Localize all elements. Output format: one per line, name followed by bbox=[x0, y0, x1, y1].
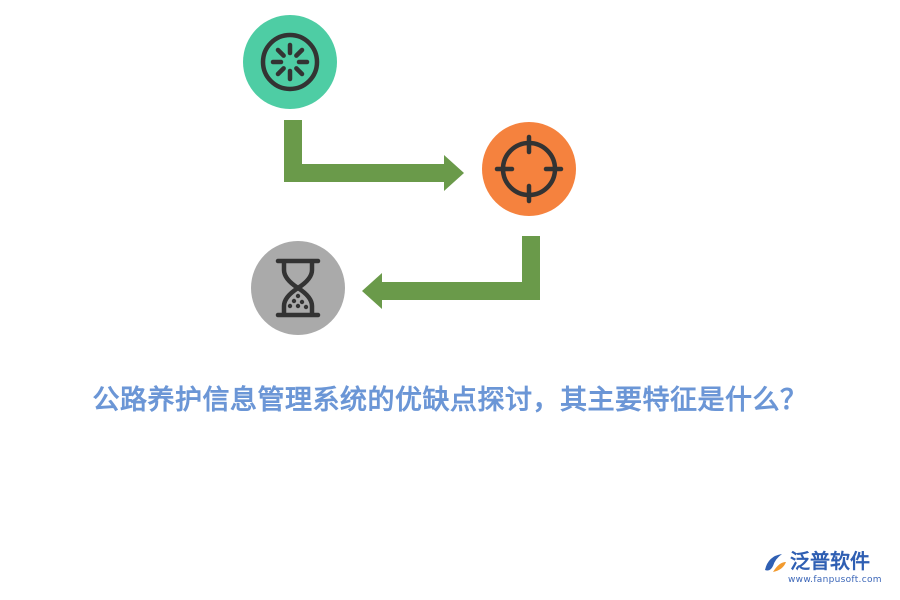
node-start bbox=[243, 15, 337, 109]
arrow-shaft-horizontal bbox=[380, 282, 540, 300]
crosshair-icon bbox=[494, 134, 564, 204]
spinner-tick bbox=[294, 66, 305, 77]
arrow-head bbox=[444, 155, 464, 191]
arrow-target-to-wait bbox=[362, 236, 540, 309]
brand-logo-icon bbox=[765, 554, 786, 572]
spinner-tick bbox=[294, 47, 305, 58]
hourglass-icon bbox=[275, 258, 321, 318]
spinner-tick bbox=[275, 66, 286, 77]
node-circle bbox=[243, 15, 337, 109]
node-target bbox=[482, 122, 576, 216]
arrow-head bbox=[362, 273, 382, 309]
arrow-start-to-target bbox=[284, 120, 464, 191]
brand-watermark: 泛普软件 www.fanpusoft.com bbox=[762, 548, 892, 590]
loading-spinner-icon bbox=[260, 32, 320, 92]
arrow-shaft-horizontal bbox=[284, 164, 446, 182]
brand-url: www.fanpusoft.com bbox=[788, 575, 882, 585]
flow-diagram bbox=[243, 15, 576, 335]
brand-name: 泛普软件 bbox=[790, 549, 870, 573]
node-wait bbox=[251, 241, 345, 335]
node-circle bbox=[482, 122, 576, 216]
spinner-tick bbox=[275, 47, 286, 58]
page-title: 公路养护信息管理系统的优缺点探讨，其主要特征是什么？ bbox=[92, 385, 808, 416]
